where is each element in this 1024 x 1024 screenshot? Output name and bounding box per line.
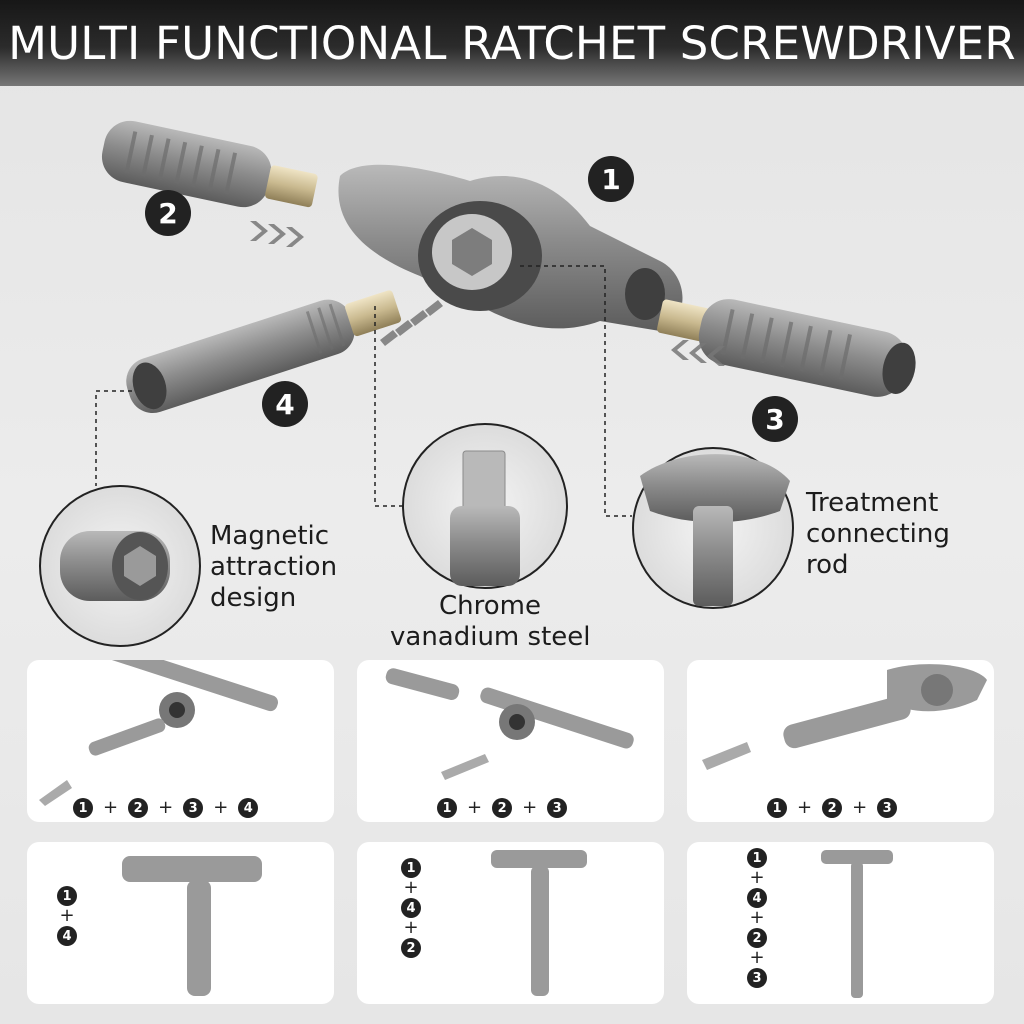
config-card-2: 1 + 2 + 3 bbox=[357, 660, 664, 822]
header-banner: MULTI FUNCTIONAL RATCHET SCREWDRIVER bbox=[0, 0, 1024, 86]
config-formula-1: 1 + 2 + 3 + 4 bbox=[73, 797, 259, 818]
handle-part-2 bbox=[101, 120, 318, 208]
combo-plus: + bbox=[59, 905, 75, 926]
config-formula-3: 1 + 2 + 3 bbox=[767, 797, 898, 818]
combo-plus: + bbox=[852, 797, 868, 818]
badge-part-4: 4 bbox=[262, 381, 308, 427]
combo-plus: + bbox=[749, 867, 765, 888]
config-illustration-1 bbox=[39, 660, 279, 806]
feature-treatment-line-2: connecting bbox=[806, 519, 950, 549]
ratchet-body-part-1 bbox=[338, 164, 683, 331]
combo-plus: + bbox=[213, 797, 229, 818]
page-title: MULTI FUNCTIONAL RATCHET SCREWDRIVER bbox=[8, 16, 1016, 70]
feature-chrome: Chrome vanadium steel bbox=[390, 591, 590, 653]
config-illustration-6 bbox=[821, 850, 893, 998]
feature-chrome-line-1: Chrome bbox=[439, 591, 541, 621]
feature-treatment-line-3: rod bbox=[806, 550, 849, 580]
zoom-chrome bbox=[402, 423, 568, 589]
config-formula-4: 1 + 4 bbox=[57, 886, 77, 946]
combo-part: 3 bbox=[747, 968, 767, 988]
combo-part: 1 bbox=[747, 848, 767, 868]
feature-treatment: Treatment connecting rod bbox=[806, 488, 950, 581]
config-formula-5: 1 + 4 + 2 bbox=[401, 858, 421, 958]
feature-magnetic-line-1: Magnetic bbox=[210, 521, 330, 551]
combo-part: 2 bbox=[401, 938, 421, 958]
exploded-view: 1 2 3 4 Magnetic attraction design Chrom… bbox=[0, 86, 1024, 656]
combo-part: 2 bbox=[492, 798, 513, 818]
combo-plus: + bbox=[467, 797, 483, 818]
combo-plus: + bbox=[403, 917, 419, 938]
combo-part: 4 bbox=[238, 798, 259, 818]
combo-part: 2 bbox=[747, 928, 767, 948]
combo-plus: + bbox=[749, 947, 765, 968]
combo-part: 1 bbox=[401, 858, 421, 878]
combo-part: 2 bbox=[822, 798, 843, 818]
feature-treatment-line-1: Treatment bbox=[806, 488, 939, 518]
combo-part: 3 bbox=[877, 798, 898, 818]
combo-plus: + bbox=[797, 797, 813, 818]
config-formula-6: 1 + 4 + 2 + 3 bbox=[747, 848, 767, 988]
combo-part: 1 bbox=[73, 798, 93, 818]
combo-part: 4 bbox=[401, 898, 421, 918]
extension-part-4 bbox=[126, 290, 402, 414]
combo-part: 1 bbox=[767, 798, 787, 818]
arrows-part-3 bbox=[671, 340, 725, 366]
handle-part-3 bbox=[657, 299, 916, 397]
badge-part-1: 1 bbox=[588, 156, 634, 202]
config-illustration-2 bbox=[385, 668, 634, 780]
combo-plus: + bbox=[103, 797, 119, 818]
arrows-part-2 bbox=[250, 221, 304, 247]
exploded-illustration bbox=[39, 120, 916, 647]
zoom-magnetic bbox=[39, 485, 201, 647]
config-illustration-4 bbox=[122, 856, 262, 996]
combo-part: 3 bbox=[183, 798, 204, 818]
combo-plus: + bbox=[403, 877, 419, 898]
config-illustration-3 bbox=[702, 664, 987, 770]
feature-magnetic: Magnetic attraction design bbox=[210, 521, 337, 614]
combo-plus: + bbox=[749, 907, 765, 928]
badge-part-2: 2 bbox=[145, 190, 191, 236]
combo-part: 4 bbox=[747, 888, 767, 908]
config-card-5: 1 + 4 + 2 bbox=[357, 842, 664, 1004]
config-card-1: 1 + 2 + 3 + 4 bbox=[27, 660, 334, 822]
combo-part: 1 bbox=[57, 886, 77, 906]
badge-part-3: 3 bbox=[752, 396, 798, 442]
feature-magnetic-line-2: attraction bbox=[210, 552, 338, 582]
zoom-treatment bbox=[632, 447, 794, 609]
config-formula-2: 1 + 2 + 3 bbox=[437, 797, 568, 818]
config-illustration-5 bbox=[491, 850, 587, 996]
combo-part: 1 bbox=[437, 798, 457, 818]
feature-chrome-line-2: vanadium steel bbox=[390, 622, 591, 652]
combo-part: 2 bbox=[128, 798, 149, 818]
config-card-6: 1 + 4 + 2 + 3 bbox=[687, 842, 994, 1004]
arrows-part-4 bbox=[380, 300, 443, 346]
feature-magnetic-line-3: design bbox=[210, 583, 297, 613]
config-card-3: 1 + 2 + 3 bbox=[687, 660, 994, 822]
combo-part: 3 bbox=[547, 798, 568, 818]
combo-plus: + bbox=[158, 797, 174, 818]
config-card-4: 1 + 4 bbox=[27, 842, 334, 1004]
leader-lines bbox=[95, 265, 632, 517]
combo-part: 4 bbox=[57, 926, 77, 946]
combo-plus: + bbox=[522, 797, 538, 818]
